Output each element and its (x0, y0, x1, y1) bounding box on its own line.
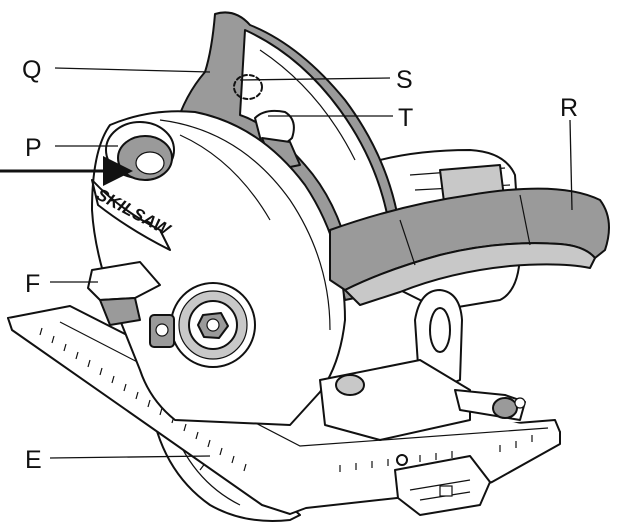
callout-p: P (25, 134, 42, 162)
callout-t: T (398, 104, 413, 132)
rear-handle (329, 187, 610, 306)
leader-q (54, 67, 211, 73)
retracting-lever (254, 109, 301, 171)
bevel-bracket (319, 289, 526, 441)
leader-r (569, 119, 573, 211)
front-bracket (394, 454, 491, 516)
leader-lines (0, 67, 573, 459)
callout-labels: Q S T R P F E (22, 56, 578, 474)
callout-f: F (25, 270, 40, 298)
lock-knob (233, 74, 263, 100)
leader-e (49, 455, 211, 459)
callout-e: E (25, 446, 42, 474)
lower-guard-lever (87, 261, 175, 348)
arbor-nut (170, 282, 256, 368)
callout-s: S (396, 66, 413, 94)
leader-s (239, 77, 391, 81)
callout-q: Q (22, 56, 41, 84)
callout-r: R (560, 94, 578, 122)
